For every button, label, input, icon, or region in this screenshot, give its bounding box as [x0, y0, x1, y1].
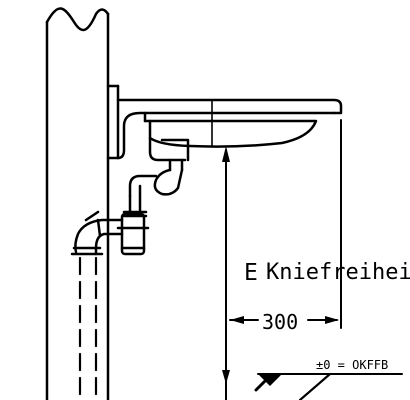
wall-bracket	[106, 84, 120, 160]
e-symbol-label: E	[244, 260, 258, 286]
dimension-e	[222, 146, 230, 400]
distance-300-label: 300	[262, 310, 299, 334]
wall-elbow	[70, 210, 124, 256]
hidden-waste-pipe	[78, 256, 98, 400]
wall	[45, 7, 110, 400]
dimension-300	[229, 119, 342, 329]
drain-trap	[116, 119, 190, 256]
floor-level-marker	[254, 372, 403, 400]
floor-level-label: ±0 = OKFFB	[316, 358, 389, 372]
washbasin	[116, 98, 343, 160]
kneefree-label: Kniefreiheit	[266, 260, 410, 285]
